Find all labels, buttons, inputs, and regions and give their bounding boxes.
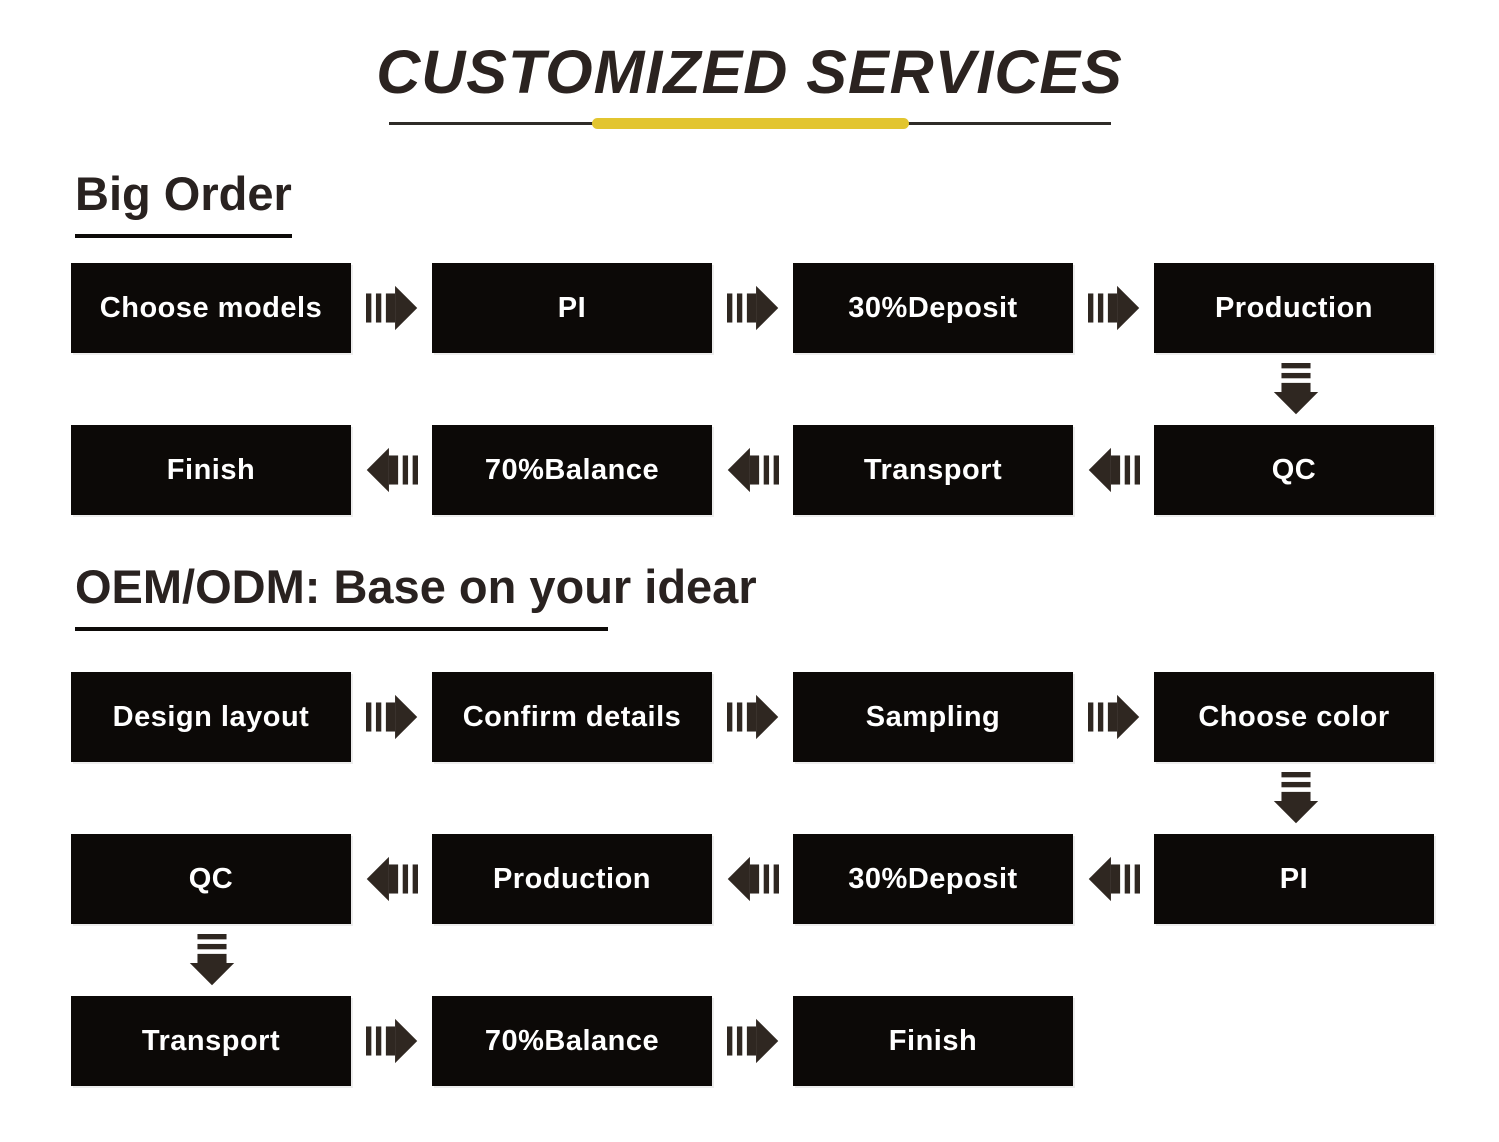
oem-heading: OEM/ODM: Base on your idear <box>75 560 757 614</box>
flow-arrow-down-icon <box>1270 769 1322 827</box>
big-order-heading-underline <box>75 234 292 239</box>
flow-step-qc: QC <box>71 834 351 925</box>
flow-step-label: PI <box>557 291 587 324</box>
flow-step-label: Sampling <box>865 700 1001 733</box>
arrow-cell <box>1073 441 1154 499</box>
arrow-cell <box>351 441 432 499</box>
oem-row-3: Transport 70%Balance Finish <box>71 996 1499 1087</box>
arrow-cell <box>712 1012 793 1070</box>
oem-down-connector-left <box>71 924 1499 996</box>
flow-arrow-right-icon <box>365 279 418 337</box>
flow-step-label: Production <box>1214 291 1374 324</box>
section-oem-odm: OEM/ODM: Base on your idear Design layou… <box>0 559 1499 1087</box>
arrow-cell <box>351 688 432 746</box>
flow-step-label: Transport <box>141 1024 281 1057</box>
oem-down-connector-right <box>71 762 1499 834</box>
flow-step-label: Design layout <box>112 700 310 733</box>
arrow-cell <box>1073 279 1154 337</box>
flow-arrow-right-icon <box>726 1012 779 1070</box>
big-order-heading: Big Order <box>75 167 292 221</box>
arrow-cell <box>351 1012 432 1070</box>
flow-step-label: Production <box>492 862 652 895</box>
flow-arrow-right-icon <box>726 688 779 746</box>
flow-step-label: Finish <box>888 1024 978 1057</box>
flow-step-label: 30%Deposit <box>848 291 1018 324</box>
flow-step-transport: Transport <box>71 996 351 1087</box>
flow-step-finish: Finish <box>71 425 351 516</box>
flow-step-design-layout: Design layout <box>71 672 351 763</box>
flow-arrow-right-icon <box>365 688 418 746</box>
flow-arrow-down-icon <box>1270 360 1322 418</box>
arrow-cell <box>351 279 432 337</box>
flow-arrow-down-icon <box>186 931 238 989</box>
oem-heading-underline <box>75 627 608 632</box>
flow-step-choose-color: Choose color <box>1154 672 1434 763</box>
flow-step-transport: Transport <box>793 425 1073 516</box>
flow-arrow-left-icon <box>366 441 418 499</box>
big-order-row-1: Choose models PI 30%Deposit <box>71 263 1499 354</box>
arrow-cell <box>1073 850 1154 908</box>
flow-arrow-right-icon <box>726 279 779 337</box>
arrow-cell <box>712 850 793 908</box>
flow-step-finish: Finish <box>793 996 1073 1087</box>
title-block: CUSTOMIZED SERVICES <box>0 0 1499 130</box>
flow-arrow-left-icon <box>1088 441 1140 499</box>
arrow-cell <box>712 279 793 337</box>
flow-step-label: Transport <box>863 453 1003 486</box>
title-accent-bar <box>591 118 909 130</box>
oem-row-2: QC Production 30%Deposit <box>71 834 1499 925</box>
section-big-order: Big Order Choose models PI 30% <box>0 166 1499 516</box>
title-underline <box>388 118 1111 130</box>
flow-step-30-deposit: 30%Deposit <box>793 263 1073 354</box>
flow-step-confirm-details: Confirm details <box>432 672 712 763</box>
arrow-cell <box>712 441 793 499</box>
arrow-cell <box>712 688 793 746</box>
flow-step-production: Production <box>432 834 712 925</box>
big-order-down-connector <box>71 353 1499 425</box>
flow-arrow-left-icon <box>727 850 779 908</box>
flow-arrow-right-icon <box>365 1012 418 1070</box>
flow-step-pi: PI <box>1154 834 1434 925</box>
arrow-cell <box>351 850 432 908</box>
flow-step-label: Choose models <box>99 291 323 324</box>
flow-arrow-right-icon <box>1087 688 1140 746</box>
flow-step-pi: PI <box>432 263 712 354</box>
flow-step-label: QC <box>1271 453 1317 486</box>
oem-row-1: Design layout Confirm details Sampling <box>71 672 1499 763</box>
flow-step-label: Confirm details <box>462 700 682 733</box>
flow-step-label: PI <box>1279 862 1309 895</box>
flow-arrow-right-icon <box>1087 279 1140 337</box>
flow-step-label: 30%Deposit <box>848 862 1018 895</box>
flow-step-label: QC <box>188 862 234 895</box>
flow-step-70-balance: 70%Balance <box>432 996 712 1087</box>
flow-step-label: 70%Balance <box>484 1024 660 1057</box>
flow-step-label: Choose color <box>1198 700 1390 733</box>
flow-step-production: Production <box>1154 263 1434 354</box>
flow-step-70-balance: 70%Balance <box>432 425 712 516</box>
flow-step-30-deposit: 30%Deposit <box>793 834 1073 925</box>
page-title: CUSTOMIZED SERVICES <box>376 38 1123 106</box>
flow-step-choose-models: Choose models <box>71 263 351 354</box>
flow-arrow-left-icon <box>1088 850 1140 908</box>
big-order-row-2: Finish 70%Balance Transport <box>71 425 1499 516</box>
flow-arrow-left-icon <box>727 441 779 499</box>
arrow-cell <box>1073 688 1154 746</box>
flow-step-sampling: Sampling <box>793 672 1073 763</box>
flow-step-qc: QC <box>1154 425 1434 516</box>
flow-arrow-left-icon <box>366 850 418 908</box>
flow-step-label: 70%Balance <box>484 453 660 486</box>
flow-step-label: Finish <box>166 453 256 486</box>
